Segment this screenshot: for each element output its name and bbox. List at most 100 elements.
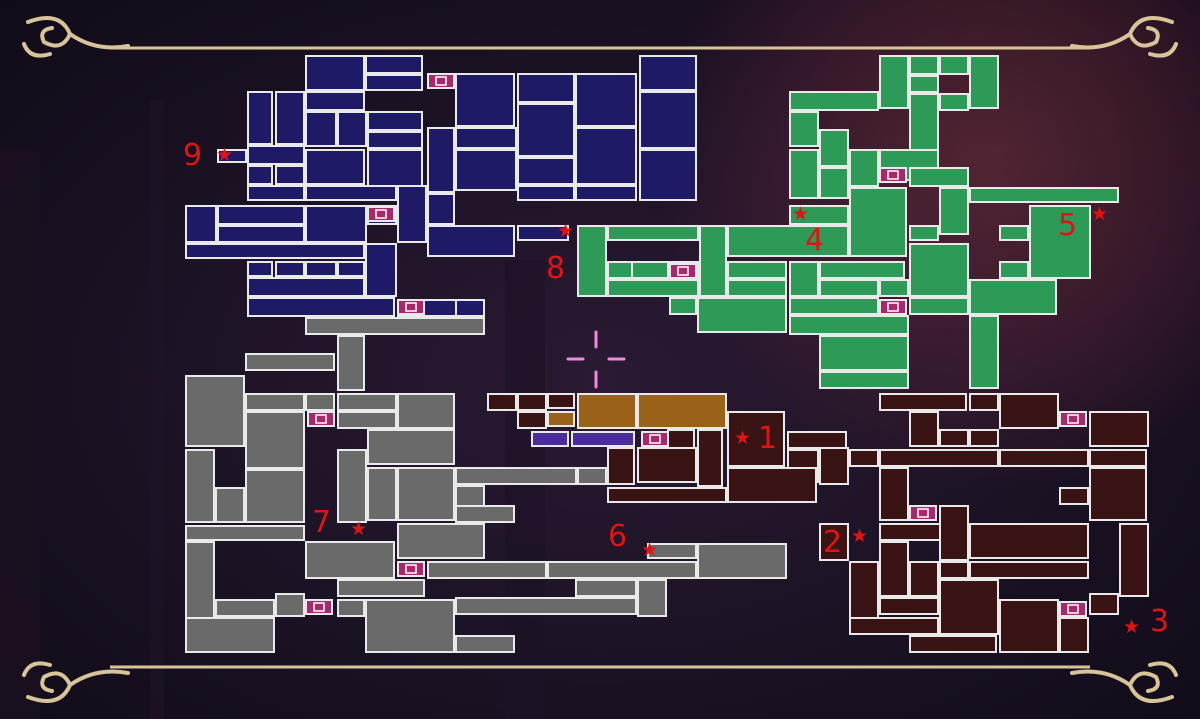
map-room-gray [577,467,607,485]
map-room-maroon [547,393,575,409]
map-room-blue [575,127,637,185]
map-room-gray [337,449,367,523]
map-room-purple [531,431,569,447]
star-icon[interactable]: ★ [557,220,575,242]
map-room-blue [247,185,305,201]
map-room-gray [697,543,787,579]
map-room-blue [337,111,367,147]
map-room-green [999,225,1029,241]
map-room-green [969,55,999,109]
star-icon[interactable]: ★ [734,427,752,449]
map-room-gray [575,579,637,597]
star-icon[interactable]: ★ [350,518,368,540]
map-room-gray [245,353,335,371]
map-room-blue [305,55,365,91]
map-room-green [969,315,999,389]
map-room-green [789,205,849,225]
location-label-3: 3 [1150,604,1170,639]
map-room-gray [367,429,455,465]
map-room-purple [571,431,635,447]
save-point-icon[interactable] [397,299,425,315]
map-room-blue [365,74,423,91]
map-room-gray [185,617,275,653]
map-room-gray [337,411,397,429]
map-room-green [789,111,819,147]
map-room-blue [455,127,517,149]
map-room-maroon [819,523,849,561]
map-room-green [909,297,969,315]
map-room-green [789,315,909,335]
map-room-blue [517,157,575,185]
save-point-icon[interactable] [307,411,335,427]
location-label-5: 5 [1058,208,1078,243]
map-room-maroon [939,505,969,561]
map-room-blue [455,149,517,191]
map-room-blue [247,91,273,145]
map-room-gray [305,393,335,411]
map-room-gray [245,469,305,523]
map-room-gray [215,487,245,523]
map-room-green [909,225,939,241]
map-room-maroon [517,393,547,411]
location-label-1: 1 [758,421,778,456]
map-room-green [697,297,787,333]
map-room-green [789,91,879,111]
map-room-maroon [969,429,999,447]
map-room-blue [247,145,305,165]
save-point-icon[interactable] [879,167,907,183]
map-room-maroon [939,579,999,635]
map-room-maroon [1089,411,1149,447]
star-icon[interactable]: ★ [792,203,810,225]
map-room-maroon [637,447,697,483]
save-point-icon[interactable] [641,431,669,447]
crosshair-cursor-icon[interactable] [566,330,626,389]
save-point-icon[interactable] [879,299,907,315]
map-room-blue [305,261,337,277]
map-room-blue [247,277,365,297]
map-room-blue [275,261,305,277]
star-icon[interactable]: ★ [641,539,659,561]
map-room-gray [337,599,365,617]
map-room-maroon [819,447,849,485]
map-room-green [939,55,969,75]
save-point-icon[interactable] [397,561,425,577]
map-room-blue [305,91,365,111]
map-room-gray [185,375,245,447]
map-room-green [879,55,909,109]
frame-corner-ornament-tl [22,16,130,58]
map-room-green [727,261,787,279]
star-icon[interactable]: ★ [216,144,234,166]
map-room-blue [427,225,515,257]
map-room-maroon [727,467,817,503]
save-point-icon[interactable] [427,73,455,89]
star-icon[interactable]: ★ [1091,203,1109,225]
map-room-gray [455,505,515,523]
map-room-green [607,225,699,241]
map-room-blue [639,91,697,149]
map-rooms [185,55,1149,653]
map-room-green [879,279,909,297]
save-point-icon[interactable] [367,206,395,222]
map-room-green [819,279,879,297]
star-icon[interactable]: ★ [851,525,869,547]
map-room-maroon [727,411,785,467]
save-point-icon[interactable] [669,263,697,279]
map-room-green [607,261,633,279]
map-room-blue [575,185,637,201]
map-room-green [577,225,607,297]
map-room-gray [365,599,455,653]
save-point-icon[interactable] [909,505,937,521]
map-room-blue [305,111,337,147]
map-room-green [819,167,849,199]
frame-corner-ornament-br [1070,661,1178,703]
star-icon[interactable]: ★ [1123,616,1141,638]
save-point-icon[interactable] [1059,601,1087,617]
map-room-green [789,149,819,199]
map-room-blue [397,185,427,243]
map-room-maroon [879,449,999,467]
map-room-maroon [909,635,997,653]
map-room-blue [305,149,365,185]
save-point-icon[interactable] [305,599,333,615]
save-point-icon[interactable] [1059,411,1087,427]
